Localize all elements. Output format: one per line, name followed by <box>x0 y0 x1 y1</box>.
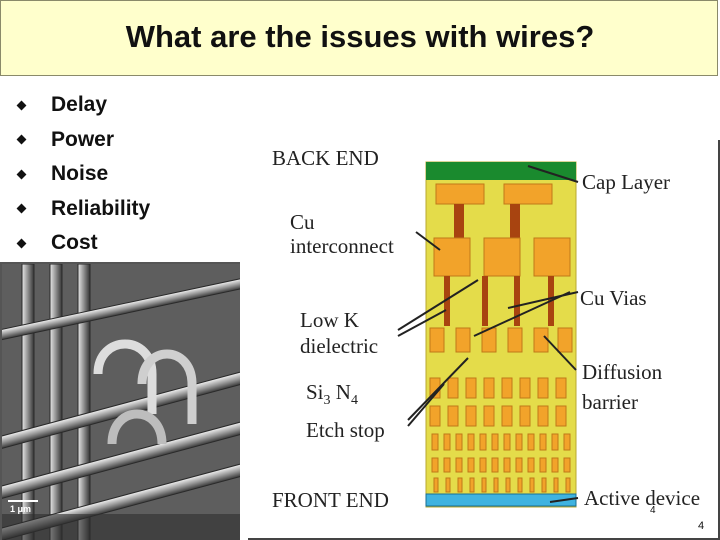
slide-title: What are the issues with wires? <box>125 19 595 54</box>
interconnect-cross-section: BACK END Cap Layer Cu interconnect Cu Vi… <box>248 140 720 540</box>
bullet-item: Reliability <box>14 192 150 227</box>
bullet-item: Power <box>14 123 150 158</box>
diamond-bullet-icon <box>16 169 27 180</box>
bullet-list: Delay Power Noise Reliability Cost <box>14 88 150 261</box>
bullet-text: Noise <box>51 162 109 186</box>
active-device-layer <box>425 493 577 507</box>
cross-section-drawing <box>397 161 579 508</box>
active-device-label: Active device <box>584 486 701 510</box>
scale-bar <box>8 500 38 502</box>
diamond-bullet-icon <box>16 100 27 111</box>
bullet-text: Delay <box>51 93 108 117</box>
scale-label: 1 μm <box>10 504 32 514</box>
diamond-bullet-icon <box>16 238 27 249</box>
bullet-text: Reliability <box>51 196 151 220</box>
bullet-text: Power <box>51 127 115 151</box>
diamond-bullet-icon <box>16 134 27 145</box>
diffusion-label: Diffusion <box>582 360 663 384</box>
front-end-label: FRONT END <box>272 488 389 512</box>
back-end-label: BACK END <box>272 146 379 170</box>
cap-layer <box>426 162 576 180</box>
cap-layer-label: Cap Layer <box>582 170 671 194</box>
dielectric-body <box>425 161 577 508</box>
wire-micrograph-illustration <box>2 264 240 540</box>
low-k-label: Low K <box>300 308 359 332</box>
bullet-item: Delay <box>14 88 150 123</box>
bullet-item: Noise <box>14 157 150 192</box>
cu-label: Cu <box>290 210 315 234</box>
inner-page-number: 4 <box>650 505 656 516</box>
si3n4-label: Si3 N4 <box>306 380 358 409</box>
diamond-bullet-icon <box>16 203 27 214</box>
sem-micrograph <box>0 262 240 540</box>
etch-stop-label: Etch stop <box>306 418 385 442</box>
title-bar: What are the issues with wires? <box>0 0 718 76</box>
dielectric-label: dielectric <box>300 334 379 358</box>
bullet-item: Cost <box>14 226 150 261</box>
interconnect-label: interconnect <box>290 234 394 258</box>
cu-vias-label: Cu Vias <box>580 286 647 310</box>
bullet-text: Cost <box>51 231 98 255</box>
barrier-label: barrier <box>582 390 638 414</box>
page-number: 4 <box>698 520 705 532</box>
